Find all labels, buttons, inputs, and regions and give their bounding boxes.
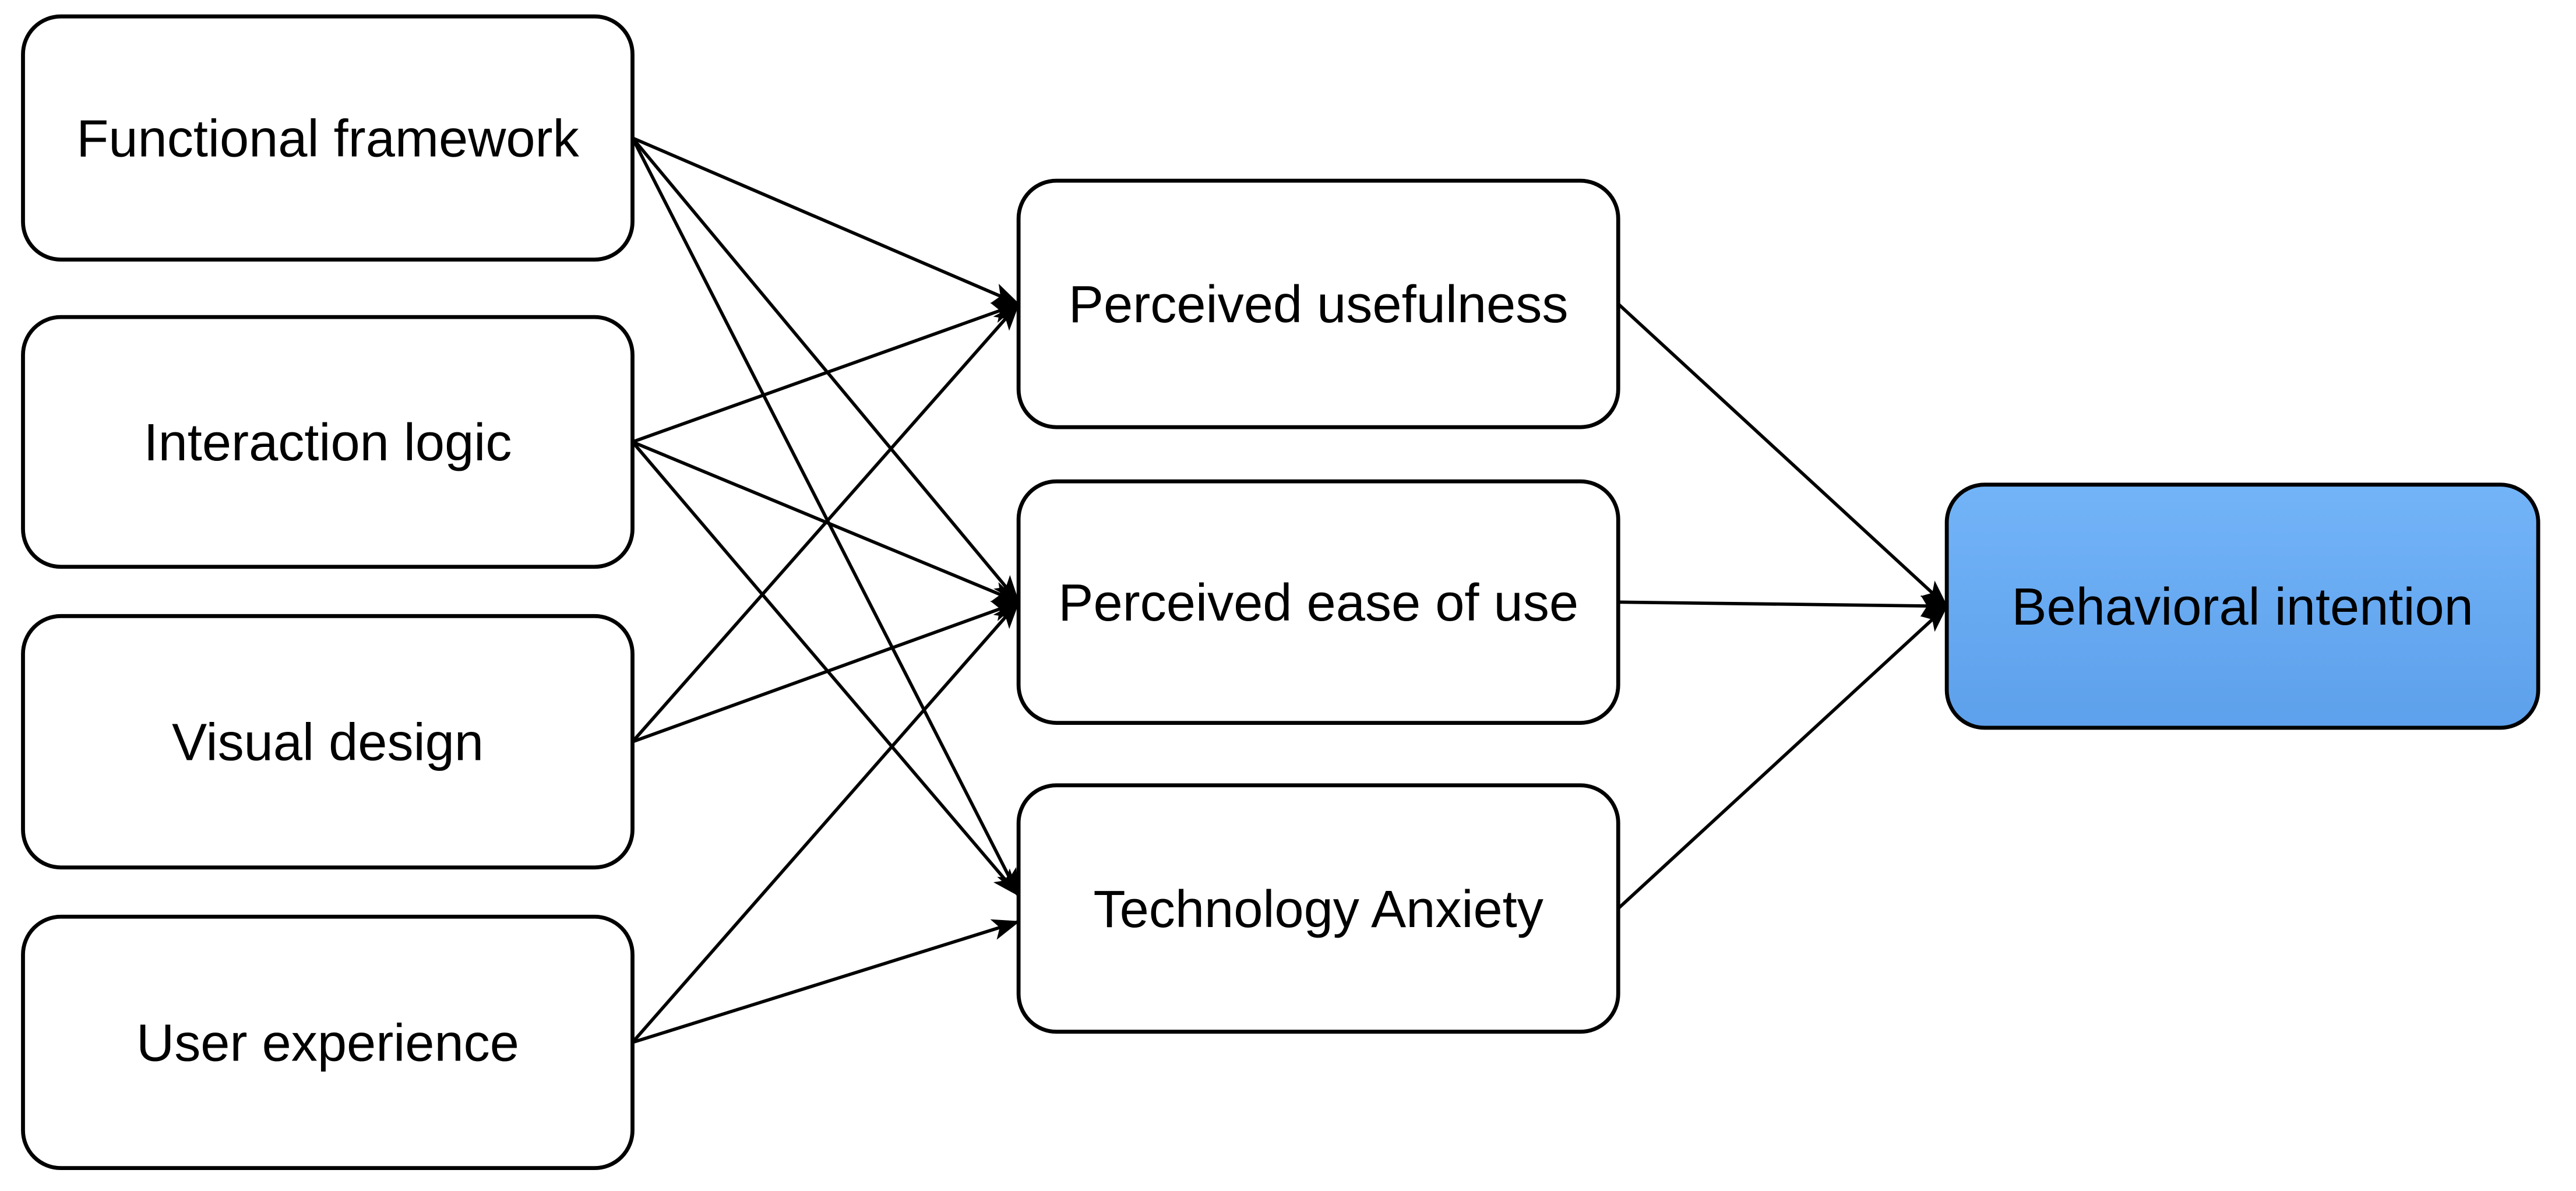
node-technology-anxiety-box <box>1016 783 1620 1034</box>
edge-perceived-usefulness--behavioral-intention <box>1617 302 1948 608</box>
edge-user-experience--perceived-ease-of-use <box>631 601 1020 1044</box>
node-perceived-usefulness-label: Perceived usefulness <box>1069 275 1569 334</box>
edge-technology-anxiety--behavioral-intention <box>1617 605 1948 910</box>
edge-visual-design--perceived-usefulness <box>631 302 1020 743</box>
node-technology-anxiety: Technology Anxiety <box>1016 783 1620 1034</box>
node-interaction-logic-box <box>21 315 635 569</box>
node-perceived-ease-of-use-box <box>1016 479 1620 725</box>
edge-user-experience--technology-anxiety <box>632 919 1020 1044</box>
node-interaction-logic: Interaction logic <box>21 315 635 569</box>
node-technology-anxiety-label: Technology Anxiety <box>1093 880 1543 939</box>
node-functional-framework: Functional framework <box>21 14 635 262</box>
edge-functional-framework--technology-anxiety <box>631 137 1020 897</box>
node-perceived-usefulness: Perceived usefulness <box>1016 178 1620 429</box>
node-perceived-ease-of-use: Perceived ease of use <box>1016 479 1620 725</box>
edge-interaction-logic--perceived-usefulness <box>632 302 1020 444</box>
node-behavioral-intention: Behavioral intention <box>1944 482 2540 730</box>
edge-functional-framework--perceived-usefulness <box>632 136 1020 306</box>
node-functional-framework-label: Functional framework <box>76 109 579 168</box>
edge-layer <box>631 136 1948 1044</box>
node-visual-design: Visual design <box>21 614 635 870</box>
edge-perceived-ease-of-use--behavioral-intention <box>1618 595 1948 617</box>
edge-interaction-logic--technology-anxiety <box>631 441 1020 897</box>
node-functional-framework-box <box>21 14 635 262</box>
node-behavioral-intention-label: Behavioral intention <box>2011 577 2473 636</box>
node-user-experience-box <box>21 914 635 1171</box>
node-visual-design-label: Visual design <box>172 713 484 772</box>
edge-visual-design--perceived-ease-of-use <box>632 600 1020 744</box>
edge-functional-framework--perceived-ease-of-use <box>631 137 1020 604</box>
node-behavioral-intention-box <box>1944 482 2540 730</box>
node-perceived-ease-of-use-label: Perceived ease of use <box>1058 573 1578 632</box>
node-user-experience: User experience <box>21 914 635 1171</box>
node-perceived-usefulness-box <box>1016 178 1620 429</box>
node-interaction-logic-label: Interaction logic <box>144 413 512 472</box>
node-user-experience-label: User experience <box>136 1014 519 1073</box>
node-visual-design-box <box>21 614 635 870</box>
